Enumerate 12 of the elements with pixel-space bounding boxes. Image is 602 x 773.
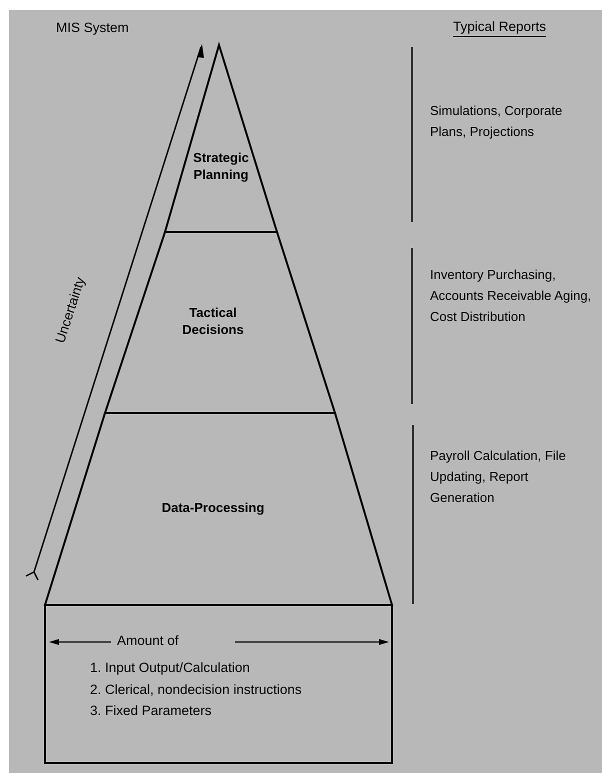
report-list: Simulations, Corporate Plans, Projections	[430, 100, 582, 142]
title-label: MIS System	[56, 20, 129, 35]
report-list: Payroll Calculation, File Updating, Report Generation	[430, 445, 570, 508]
level-label: Data-Processing	[160, 499, 266, 516]
list-item: 3. Fixed Parameters	[90, 703, 212, 718]
column-heading: Typical Reports	[453, 19, 546, 37]
list-item: 1. Input Output/Calculation	[90, 660, 250, 675]
level-label: Strategic Planning	[192, 149, 250, 183]
report-list: Inventory Purchasing, Accounts Receivable Aging, Cost Distribution	[430, 264, 601, 327]
list-item: 2. Clerical, nondecision instructions	[90, 682, 302, 696]
level-label: Tactical Decisions	[181, 304, 245, 338]
dimension-label: Amount of	[117, 633, 179, 648]
